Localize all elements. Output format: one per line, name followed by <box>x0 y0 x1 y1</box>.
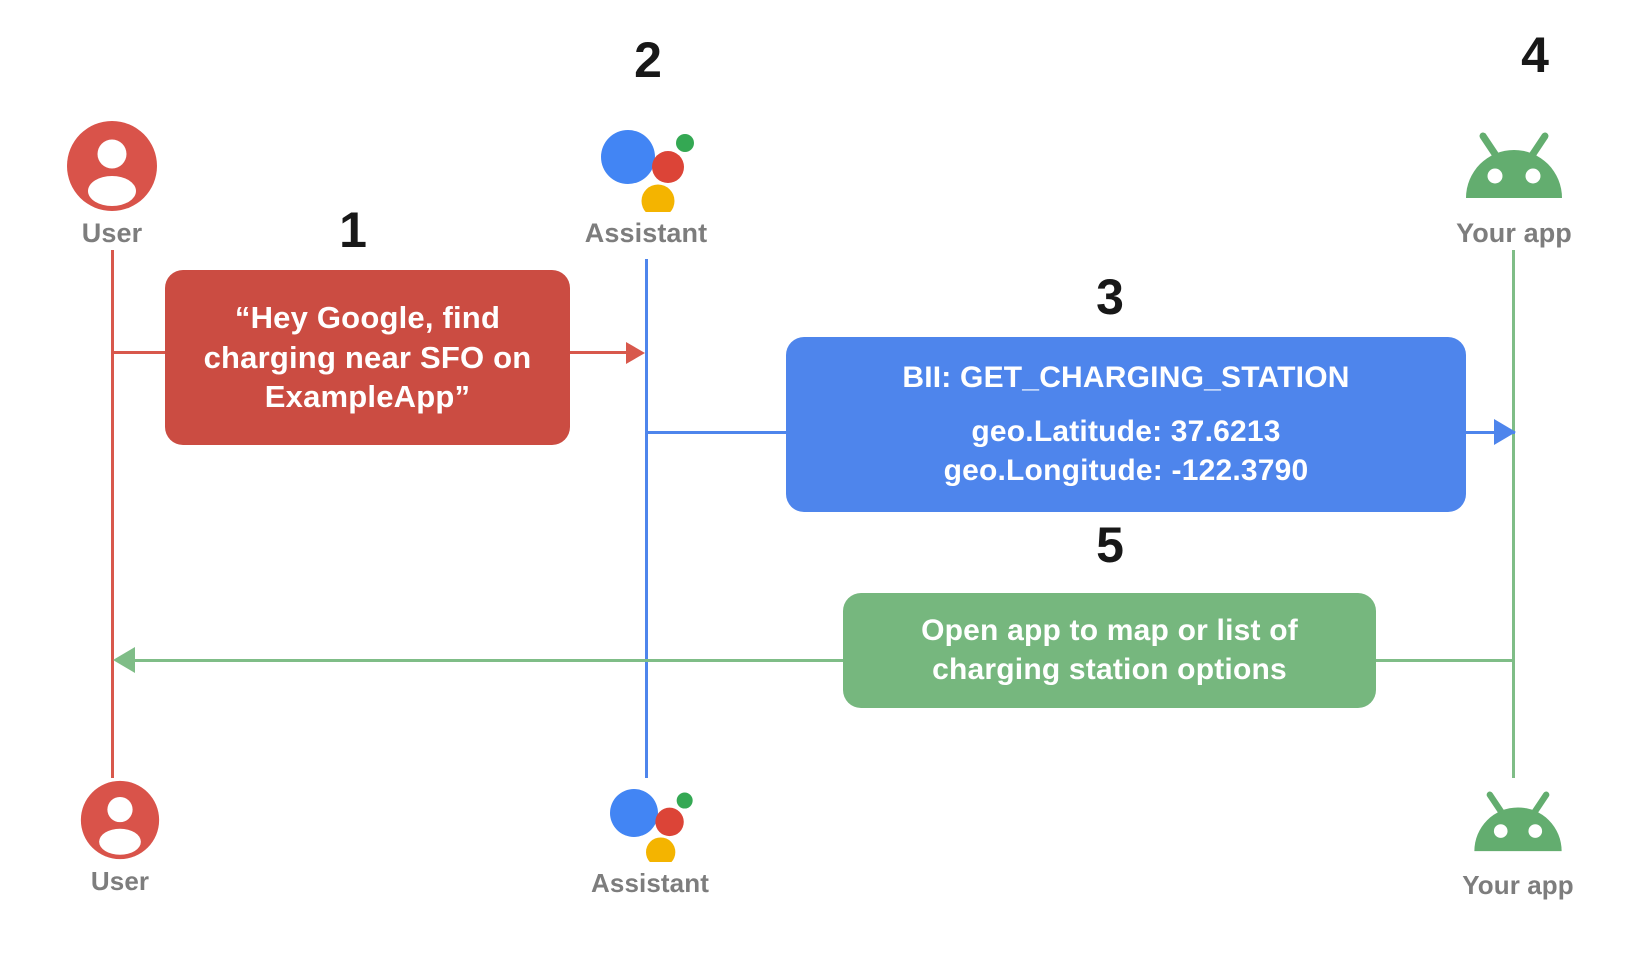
message-box-step-3: BII: GET_CHARGING_STATION geo.Latitude: … <box>786 337 1466 512</box>
message-box-step-5: Open app to map or list of charging stat… <box>843 593 1376 708</box>
actor-assistant-top: Assistant <box>536 120 756 247</box>
connector-step-5-right <box>1370 659 1515 662</box>
user-avatar-icon <box>80 780 160 860</box>
google-assistant-icon <box>610 789 693 862</box>
actor-label-assistant-bottom: Assistant <box>591 868 709 898</box>
message-line: “Hey Google, find <box>234 299 501 335</box>
message-line-bii: BII: GET_CHARGING_STATION <box>902 360 1350 394</box>
step-number-4: 4 <box>1521 27 1549 83</box>
actor-assistant-bottom: Assistant <box>540 780 760 896</box>
actor-your-app-top: Your app <box>1404 120 1624 247</box>
user-avatar-icon <box>67 121 157 211</box>
message-line: ExampleApp” <box>264 379 471 415</box>
actor-label-user-bottom: User <box>90 866 150 896</box>
actor-user-top: User <box>2 120 222 247</box>
actor-label-user-top: User <box>81 218 143 248</box>
message-line-latitude: geo.Latitude: 37.6213 <box>971 415 1281 449</box>
android-robot-icon <box>1474 791 1562 852</box>
step-number-3: 3 <box>1096 269 1124 325</box>
message-box-step-1: “Hey Google, find charging near SFO on E… <box>165 270 570 445</box>
actor-your-app-bottom: Your app <box>1408 780 1628 898</box>
lifeline-user <box>111 250 114 778</box>
google-assistant-icon <box>601 130 694 212</box>
lifeline-assistant <box>645 259 648 778</box>
arrowhead-step-3 <box>1494 419 1516 445</box>
connector-step-3-right <box>1445 431 1515 434</box>
arrowhead-step-1 <box>626 342 645 364</box>
connector-step-5-left <box>130 659 850 662</box>
step-number-1: 1 <box>339 202 367 258</box>
step-number-5: 5 <box>1096 517 1124 573</box>
step-number-2: 2 <box>634 32 662 88</box>
message-line: Open app to map or list of <box>921 614 1298 648</box>
message-line: charging near SFO on <box>203 339 532 375</box>
actor-label-your-app-bottom: Your app <box>1462 870 1574 900</box>
actor-label-assistant-top: Assistant <box>584 218 708 248</box>
message-line: charging station options <box>932 652 1287 686</box>
message-line-longitude: geo.Longitude: -122.3790 <box>943 453 1309 487</box>
actor-user-bottom: User <box>10 780 230 894</box>
android-robot-icon <box>1466 132 1562 198</box>
actor-label-your-app-top: Your app <box>1456 218 1572 248</box>
lifeline-your-app <box>1512 250 1515 778</box>
connector-step-3-left <box>646 431 794 434</box>
arrowhead-step-5 <box>113 647 135 673</box>
